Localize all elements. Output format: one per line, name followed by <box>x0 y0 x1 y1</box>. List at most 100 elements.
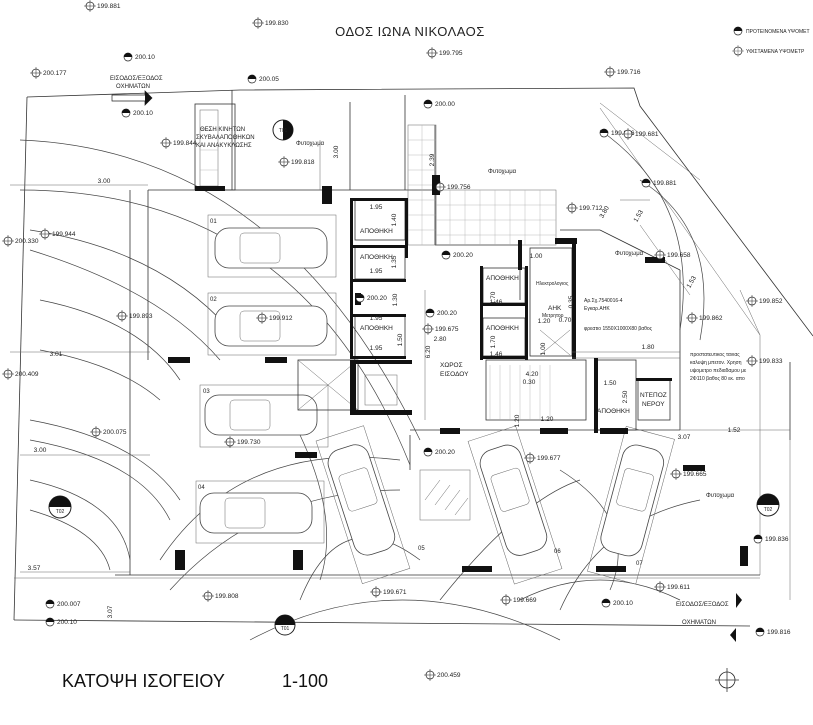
level-value: 200.05 <box>259 76 279 83</box>
entrance-space-line1: ΧΩΡΟΣ <box>440 362 463 369</box>
level-marker: 200.20 <box>355 293 387 303</box>
protection-note-line3: υψομετρο πεδιαδαμου με <box>690 368 747 374</box>
level-value: 199.716 <box>617 69 641 76</box>
level-marker: 200.20 <box>441 250 473 260</box>
planting-label: Φυτοχωμα <box>296 141 325 147</box>
level-marker: 200.10 <box>601 598 633 608</box>
level-value: 200.075 <box>103 429 127 436</box>
entrance-bottom-line1: ΕΙΣΟΔΟΣ/ΕΞΟΔΟΣ <box>676 602 729 608</box>
level-marker: 199.916 <box>599 128 635 138</box>
level-marker: 200.10 <box>123 52 155 62</box>
legend-proposed: ΠΡΟΤΕΙΝΟΜΕΝΑ ΥΨΟΜΕΤ <box>746 29 810 35</box>
parking-number: 03 <box>203 389 210 395</box>
parking-bay-03 <box>199 384 329 448</box>
storage-label: ΑΠΟΘΗΚΗ <box>360 325 393 332</box>
level-value: 199.916 <box>611 130 635 137</box>
entrance-arrow-bottom <box>730 593 742 642</box>
level-marker: 200.459 <box>424 669 461 681</box>
planting-label: Φυτοχωμα <box>706 493 735 499</box>
level-marker: 200.330 <box>2 235 39 247</box>
driveway-arcs <box>19 129 705 641</box>
level-value: 200.20 <box>437 310 457 317</box>
level-marker: 199.862 <box>686 312 723 324</box>
dimension-label: 1.20 <box>538 318 551 325</box>
parking-number: 06 <box>554 549 561 555</box>
level-value: 199.881 <box>97 3 121 10</box>
svg-text:T01: T01 <box>279 128 288 134</box>
level-marker: 199.818 <box>278 156 315 168</box>
dimension-label: 1.00 <box>530 253 543 260</box>
protection-note-line1: προστατευτικος τανιας <box>690 352 740 358</box>
level-marker: 199.669 <box>500 594 537 606</box>
paving-grid <box>407 124 557 246</box>
parking-number: 07 <box>636 561 643 567</box>
dimension-label: 3.00 <box>34 447 47 454</box>
level-marker: 199.836 <box>753 534 789 544</box>
level-marker: 199.756 <box>434 181 471 193</box>
level-value: 200.10 <box>57 619 77 626</box>
dimension-label: 1.20 <box>514 414 521 427</box>
level-value: 199.818 <box>291 159 315 166</box>
level-marker: 200.075 <box>90 426 127 438</box>
entrance-bottom-line2: ΟΧΗΜΑΤΩΝ <box>682 620 716 626</box>
level-markers: 199.881 199.830 199.795 200.10 200.05 200.177… <box>2 0 791 681</box>
dimension-label: 6.20 <box>425 345 432 358</box>
dimension-label: 2.39 <box>429 153 436 166</box>
stair-core <box>297 359 412 415</box>
dimension-lines <box>10 140 790 573</box>
bins-line3: ΚΑΙ ΑΝΑΚΥΚΛΩΣΗΣ <box>196 143 252 149</box>
level-marker: 199.681 <box>622 128 659 140</box>
planting-label: Φυτοχωμα <box>615 251 644 257</box>
pit-note: φρεατιο 1550X1000X80 βαθος <box>584 326 653 332</box>
dimension-label: 1.50 <box>604 380 617 387</box>
ahk-note-line2: Εγκαρ.ΑΗΚ <box>584 306 610 312</box>
storage-label: ΑΠΟΘΗΚΗ <box>597 408 630 415</box>
level-value: 199.862 <box>699 315 723 322</box>
parking-bay-05 <box>315 425 411 585</box>
parking-bay-02 <box>207 292 337 356</box>
level-marker: 200.177 <box>30 67 67 79</box>
drawing-title: ΚΑΤΟΨΗ ΙΣΟΓΕΙΟΥ <box>62 671 225 691</box>
level-marker: 199.944 <box>39 228 76 240</box>
drawing-scale: 1-100 <box>282 671 328 691</box>
bins-line2: ΣΚΥΒΑΛΑΠΟΘΗΚΩΝ <box>196 135 255 141</box>
dimension-label: 1.20 <box>541 416 554 423</box>
level-value: 199.944 <box>52 231 76 238</box>
dimension-label: 3.07 <box>107 605 114 618</box>
dimension-label: 1.95 <box>370 315 383 322</box>
level-marker: 199.658 <box>654 249 691 261</box>
dimension-label: 3.00 <box>98 178 111 185</box>
dimension-label: 1.70 <box>490 335 497 348</box>
north-symbol <box>715 668 739 692</box>
level-value: 199.658 <box>667 252 691 259</box>
legend-symbols <box>732 26 744 57</box>
level-marker: 200.00 <box>423 99 455 109</box>
dimension-label: 0.30 <box>523 379 536 386</box>
level-marker: 199.675 <box>422 323 459 335</box>
level-value: 199.677 <box>537 455 561 462</box>
dimension-label: 1.70 <box>490 291 497 304</box>
dimension-label: 1.00 <box>540 342 547 355</box>
level-marker: 199.677 <box>524 452 561 464</box>
level-value: 200.409 <box>15 371 39 378</box>
dimension-label: 1.46 <box>490 299 503 306</box>
parking-bay-07 <box>587 426 675 585</box>
dimension-label: 0.70 <box>559 317 572 324</box>
entrance-arrow-top <box>111 90 153 106</box>
water-tank-line2: ΝΕΡΟΥ <box>642 401 665 408</box>
dimension-label: 1.95 <box>370 268 383 275</box>
parking-bay-01 <box>207 214 337 278</box>
level-value: 199.852 <box>759 298 783 305</box>
dimension-label: 1.40 <box>391 213 398 226</box>
level-value: 199.830 <box>265 20 289 27</box>
dimension-label: 1.46 <box>490 351 503 358</box>
level-value: 199.795 <box>439 50 463 57</box>
entrance-top-line1: ΕΙΣΟΔΟΣ/ΕΞΟΔΟΣ <box>110 76 163 82</box>
level-marker: 199.893 <box>116 310 153 322</box>
level-marker: 199.795 <box>426 47 463 59</box>
bins-line1: ΘΕΣΗ ΚΙΝΗΤΩΝ <box>200 127 245 133</box>
level-marker: 200.409 <box>2 368 39 380</box>
dimension-label: 1.30 <box>392 293 399 306</box>
street-name: ΟΔΟΣ ΙΩΝΑ ΝΙΚΟΛΑΟΣ <box>335 24 485 39</box>
